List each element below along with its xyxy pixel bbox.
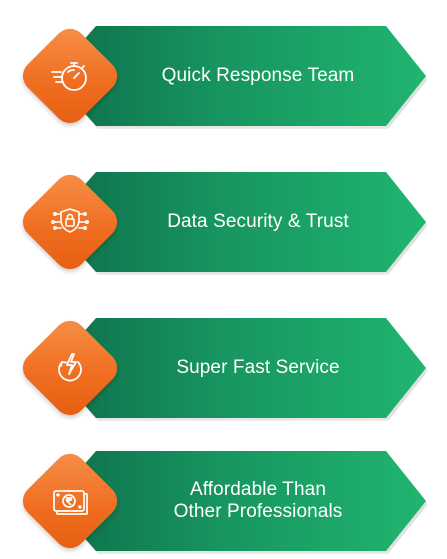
feature-label: Quick Response Team [126,26,390,126]
feature-label: Affordable Than Other Professionals [126,451,390,551]
feature-quick-response-team: Quick Response Team [16,22,428,130]
feature-label-text: Affordable Than Other Professionals [173,479,343,522]
feature-badge [16,22,126,130]
feature-badge [16,447,126,555]
feature-label-text: Super Fast Service [176,357,340,378]
feature-label-text: Quick Response Team [161,65,355,86]
feature-affordable: Affordable Than Other Professionals [16,447,428,555]
lightning-cycle-icon [48,346,92,390]
feature-super-fast-service: Super Fast Service [16,314,428,422]
stopwatch-speed-icon [48,54,92,98]
shield-lock-chip-icon [48,200,92,244]
feature-label-text: Data Security & Trust [167,211,349,232]
feature-data-security-trust: Data Security & Trust [16,168,428,276]
feature-label: Data Security & Trust [126,172,390,272]
feature-label: Super Fast Service [126,318,390,418]
rupee-note-icon [48,479,92,523]
feature-badge [16,168,126,276]
feature-badge [16,314,126,422]
